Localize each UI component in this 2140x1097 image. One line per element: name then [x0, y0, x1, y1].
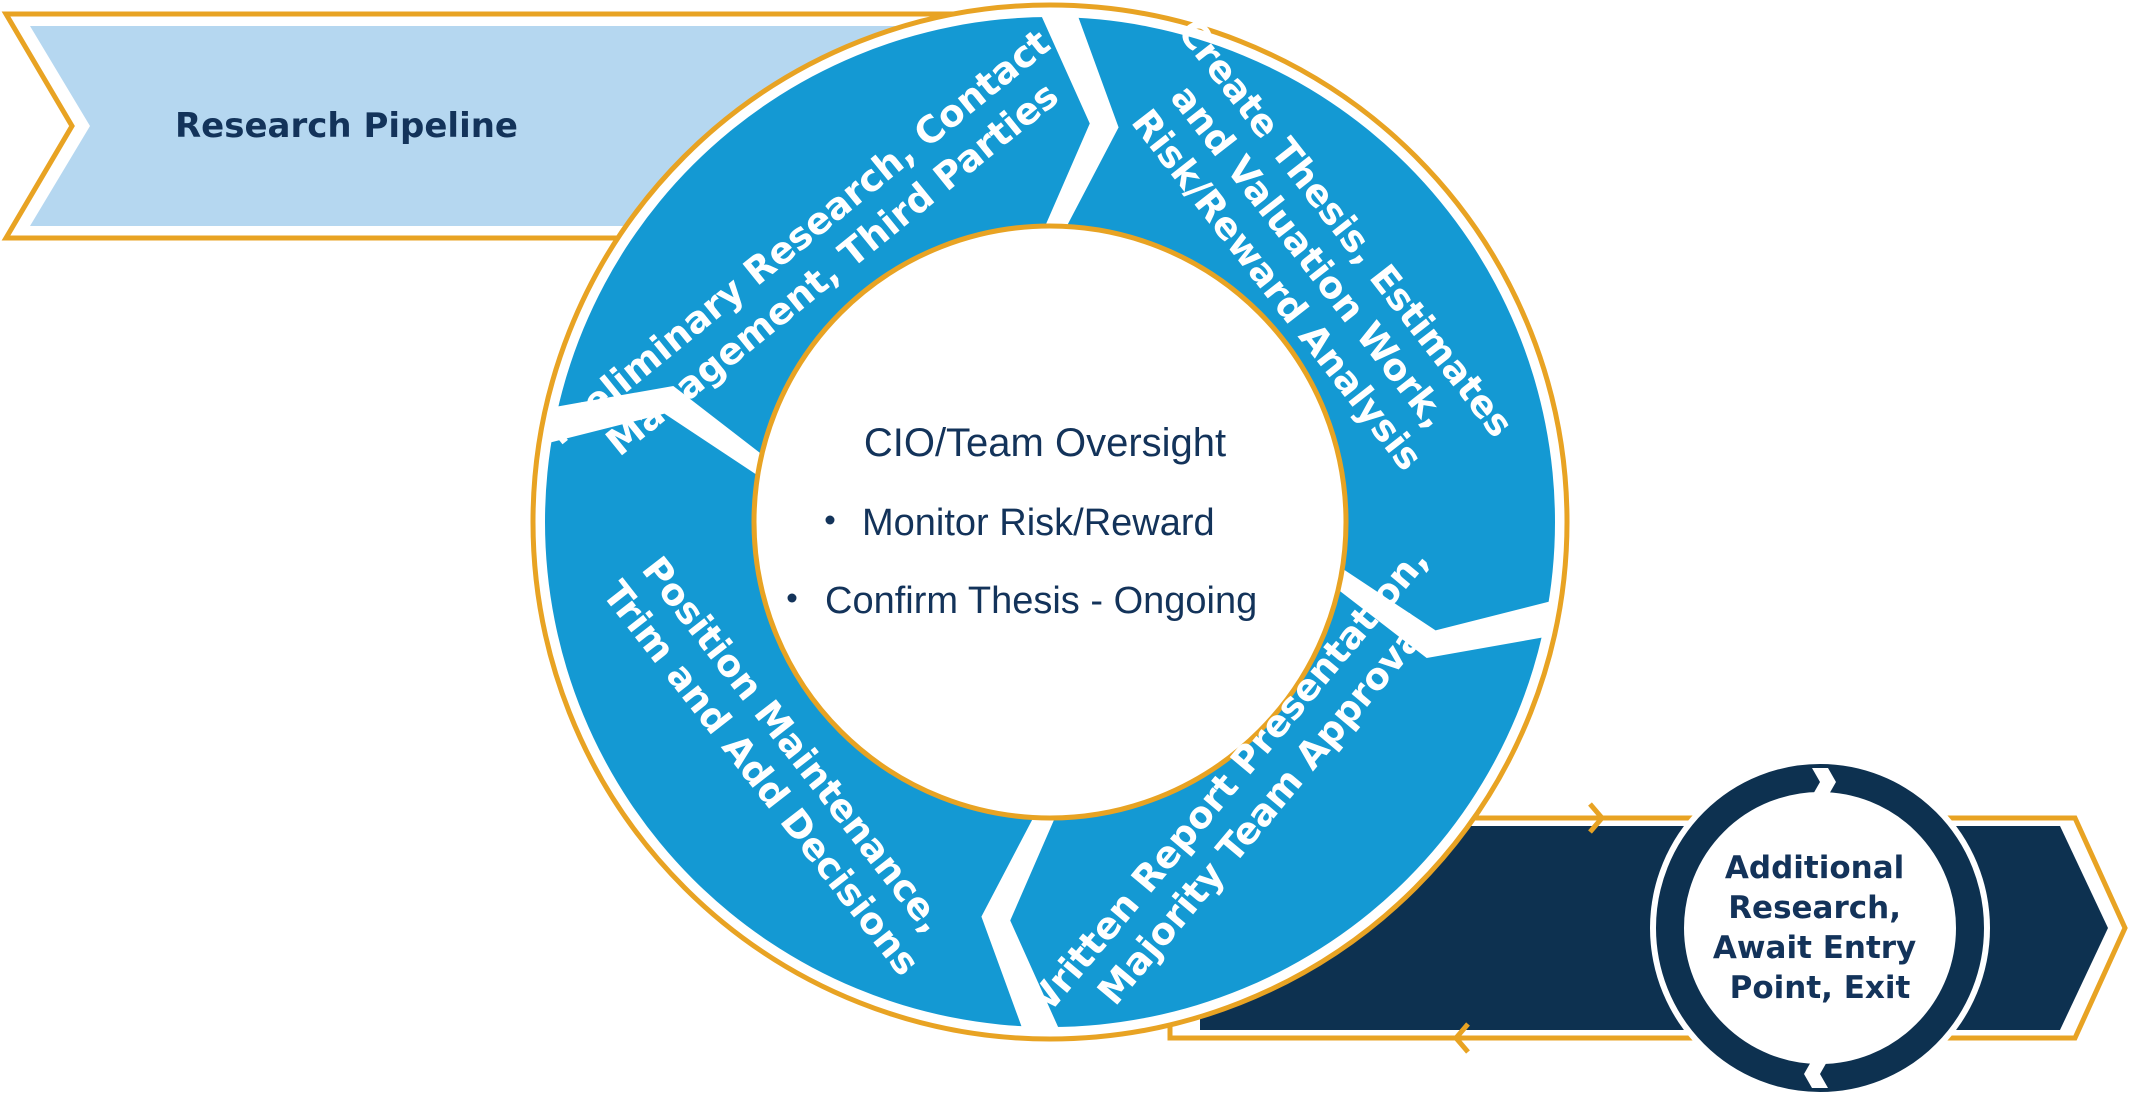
- bullet-dot-1: [825, 515, 835, 525]
- bullet-dot-2: [787, 593, 797, 603]
- center-bullet-confirm: Confirm Thesis - Ongoing: [825, 580, 1257, 622]
- center-bullet-monitor: Monitor Risk/Reward: [862, 502, 1215, 544]
- cycle-separators: [542, 9, 1558, 1035]
- separator-bottom: [981, 813, 1062, 1035]
- exit-cycle-inner: [1686, 794, 1954, 1062]
- pipeline-label: Research Pipeline: [175, 106, 518, 146]
- exit-cycle-gap-bottom: [1804, 1060, 1828, 1088]
- cycle-segments: [545, 17, 1555, 1027]
- separator-left: [542, 385, 766, 478]
- exit-arrowhead-bottom: [1452, 1022, 1470, 1054]
- separator-right: [1334, 566, 1558, 659]
- exit-label: Additional Research, Await Entry Point, …: [1713, 850, 1927, 1006]
- cycle-band: [545, 17, 1555, 1027]
- exit-arrowhead-top: [1588, 802, 1606, 834]
- exit-cycle-gap-top: [1812, 768, 1836, 796]
- center-circle: [751, 223, 1349, 821]
- separator-top: [1038, 9, 1119, 231]
- center-title: CIO/Team Oversight: [864, 421, 1226, 465]
